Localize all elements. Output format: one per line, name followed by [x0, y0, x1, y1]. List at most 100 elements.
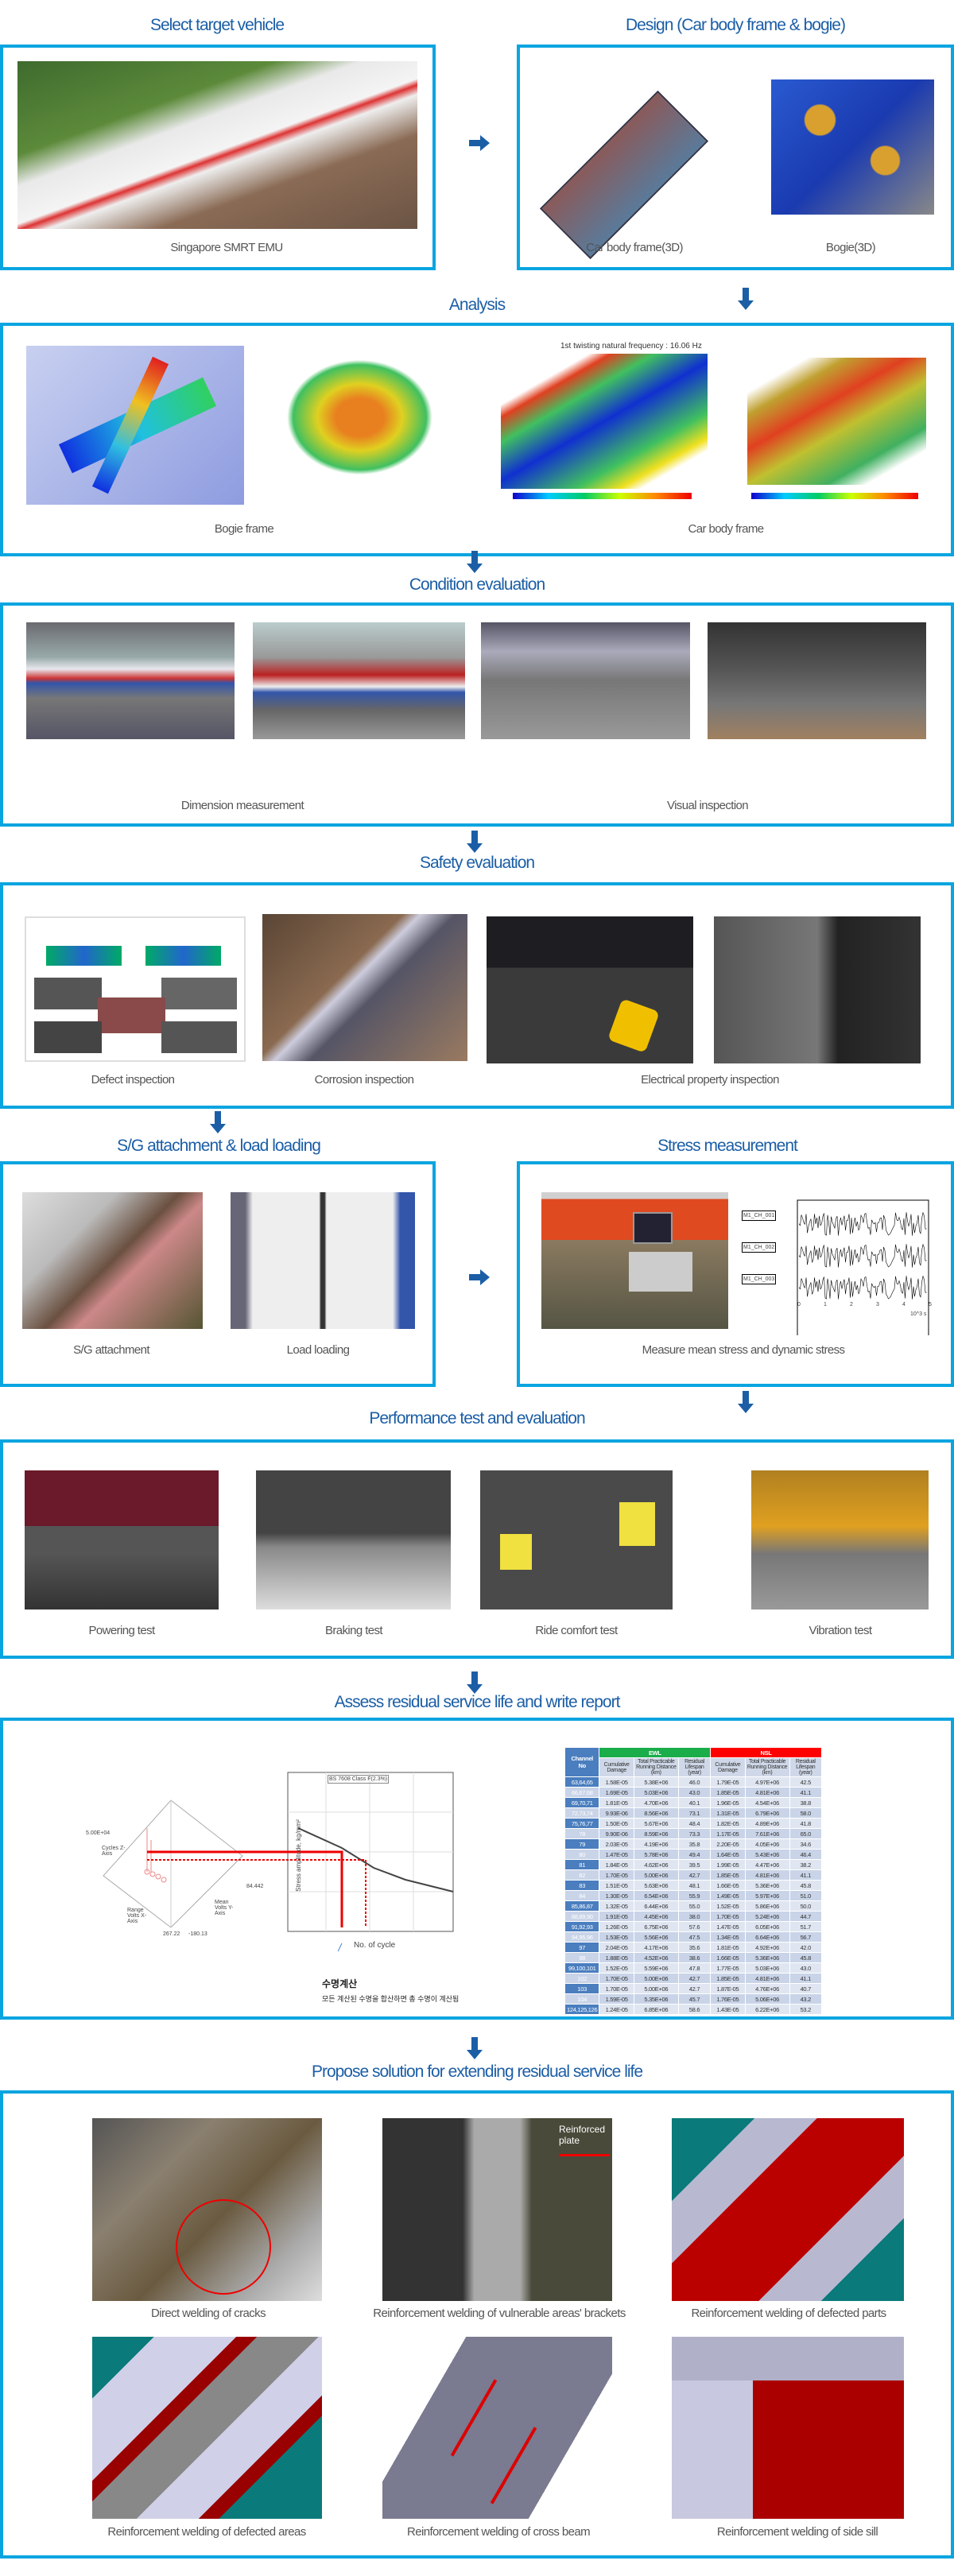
- electrical-inspector-photo: [714, 916, 921, 1063]
- value-cell: 6.85E+06: [634, 2005, 678, 2014]
- value-cell: 44.7: [789, 1912, 821, 1921]
- channel-cell: 81: [565, 1860, 599, 1869]
- value-cell: 1.88E-05: [599, 1953, 634, 1962]
- defected-areas-model: [92, 2337, 322, 2519]
- sn-ylabel: Stress amplitude, kg/mm²: [294, 1819, 302, 1892]
- value-cell: 4.81E+06: [745, 1974, 789, 1983]
- value-cell: 1.66E-05: [711, 1953, 745, 1962]
- signal-x-tick: 2: [850, 1302, 853, 1307]
- channel-cell: 124,125,126: [565, 2005, 599, 2014]
- value-cell: 65.0: [789, 1829, 821, 1838]
- gridlines: [288, 1772, 453, 1931]
- value-cell: 1.87E-05: [711, 1984, 745, 1993]
- value-cell: 45.8: [789, 1881, 821, 1890]
- korean-life-calc-title: 수명계산: [322, 1978, 358, 1989]
- bracket-welding-photo: [382, 2118, 612, 2301]
- table-subheader: Residual Lifespan (year): [678, 1758, 711, 1776]
- visual-photo-2: [708, 622, 926, 739]
- signal-trace: [798, 1275, 927, 1300]
- value-cell: 1.59E-05: [599, 1994, 634, 2004]
- signal-x-tick: 5: [929, 1302, 932, 1307]
- value-cell: 5.38E+06: [634, 1777, 678, 1787]
- value-cell: 1.85E-05: [711, 1974, 745, 1983]
- channel-cell: 99,100,101: [565, 1963, 599, 1973]
- value-cell: 5.43E+06: [745, 1850, 789, 1859]
- axis-x-value: 267.22: [163, 1931, 180, 1937]
- caption-sg-attachment: S/G attachment: [73, 1343, 149, 1357]
- colorbar-1: [513, 493, 692, 499]
- value-cell: 6.64E+06: [745, 1932, 789, 1942]
- channel-cell: 84: [565, 1891, 599, 1900]
- value-cell: 4.89E+06: [745, 1819, 789, 1828]
- value-cell: 5.78E+06: [634, 1850, 678, 1859]
- value-cell: 1.50E-05: [599, 1819, 634, 1828]
- value-cell: 35.6: [678, 1943, 711, 1952]
- value-cell: 2.20E-05: [711, 1839, 745, 1849]
- value-cell: 48.1: [678, 1881, 711, 1890]
- axis-y-value: -180.13: [188, 1931, 207, 1937]
- arrow-down-icon: [465, 551, 484, 575]
- fatigue-life-chart: [103, 1772, 454, 1951]
- channel-cell: 85,86,87: [565, 1901, 599, 1911]
- section-title-select-vehicle: Select target vehicle: [149, 16, 285, 34]
- sn-xlabel: No. of cycle: [354, 1941, 396, 1950]
- value-cell: 5.00E+06: [634, 1870, 678, 1880]
- caption-vibration-test: Vibration test: [809, 1624, 872, 1637]
- value-cell: 2.04E-05: [599, 1943, 634, 1952]
- value-cell: 34.6: [789, 1839, 821, 1849]
- caption-defected-areas-welding: Reinforcement welding of defected areas: [107, 2525, 306, 2539]
- value-cell: 1.99E-05: [711, 1860, 745, 1869]
- value-cell: 5.36E+06: [745, 1953, 789, 1962]
- channel-cell: 94,95,96: [565, 1932, 599, 1942]
- dimension-photo-1: [26, 622, 235, 739]
- section-title-assess-residual-life: Assess residual service life and write r…: [334, 1693, 621, 1711]
- value-cell: 2.03E-05: [599, 1839, 634, 1849]
- channel-cell: 88,89,90: [565, 1912, 599, 1921]
- value-cell: 41.1: [789, 1870, 821, 1880]
- value-cell: 57.6: [678, 1922, 711, 1931]
- channel-cell: 80: [565, 1850, 599, 1859]
- value-cell: 8.56E+06: [634, 1808, 678, 1818]
- section-title-sg-attachment: S/G attachment & load loading: [117, 1137, 321, 1155]
- sn-curve: [297, 1827, 454, 1892]
- channel-label: M1_CH_003: [742, 1274, 777, 1284]
- value-cell: 38.2: [789, 1860, 821, 1869]
- value-cell: 7.61E+06: [745, 1829, 789, 1838]
- arrow-down-icon: [736, 1391, 755, 1415]
- value-cell: 1.43E-05: [711, 2005, 745, 2014]
- condition-panel: [0, 602, 954, 827]
- value-cell: 43.2: [789, 1994, 821, 2004]
- powering-test-photo: [25, 1470, 219, 1610]
- table-header-ewl: EWL: [599, 1748, 711, 1757]
- value-cell: 42.7: [678, 1984, 711, 1993]
- train-photo: [17, 61, 417, 229]
- value-cell: 42.5: [789, 1777, 821, 1787]
- caption-powering-test: Powering test: [88, 1624, 155, 1637]
- propose-panel: [0, 2090, 954, 2559]
- caption-bogie-3d: Bogie(3D): [825, 241, 876, 254]
- value-cell: 5.59E+06: [634, 1963, 678, 1973]
- value-cell: 1.47E-05: [599, 1850, 634, 1859]
- value-cell: 1.52E-05: [599, 1963, 634, 1973]
- value-cell: 4.92E+06: [745, 1943, 789, 1952]
- value-cell: 1.91E-05: [599, 1912, 634, 1921]
- value-cell: 46.0: [678, 1777, 711, 1787]
- channel-cell: 102: [565, 1974, 599, 1983]
- value-cell: 6.44E+06: [634, 1901, 678, 1911]
- section-title-safety-evaluation: Safety evaluation: [419, 854, 535, 872]
- value-cell: 1.70E-05: [599, 1984, 634, 1993]
- channel-cell: 75,76,77: [565, 1819, 599, 1828]
- axis-z-label: Cycles Z-Axis: [102, 1846, 126, 1857]
- value-cell: 1.49E-05: [711, 1891, 745, 1900]
- value-cell: 5.56E+06: [634, 1932, 678, 1942]
- life-line-dashed: [147, 1859, 366, 1927]
- value-cell: 53.2: [789, 2005, 821, 2014]
- value-cell: 1.70E-05: [599, 1870, 634, 1880]
- value-cell: 1.47E-05: [711, 1922, 745, 1931]
